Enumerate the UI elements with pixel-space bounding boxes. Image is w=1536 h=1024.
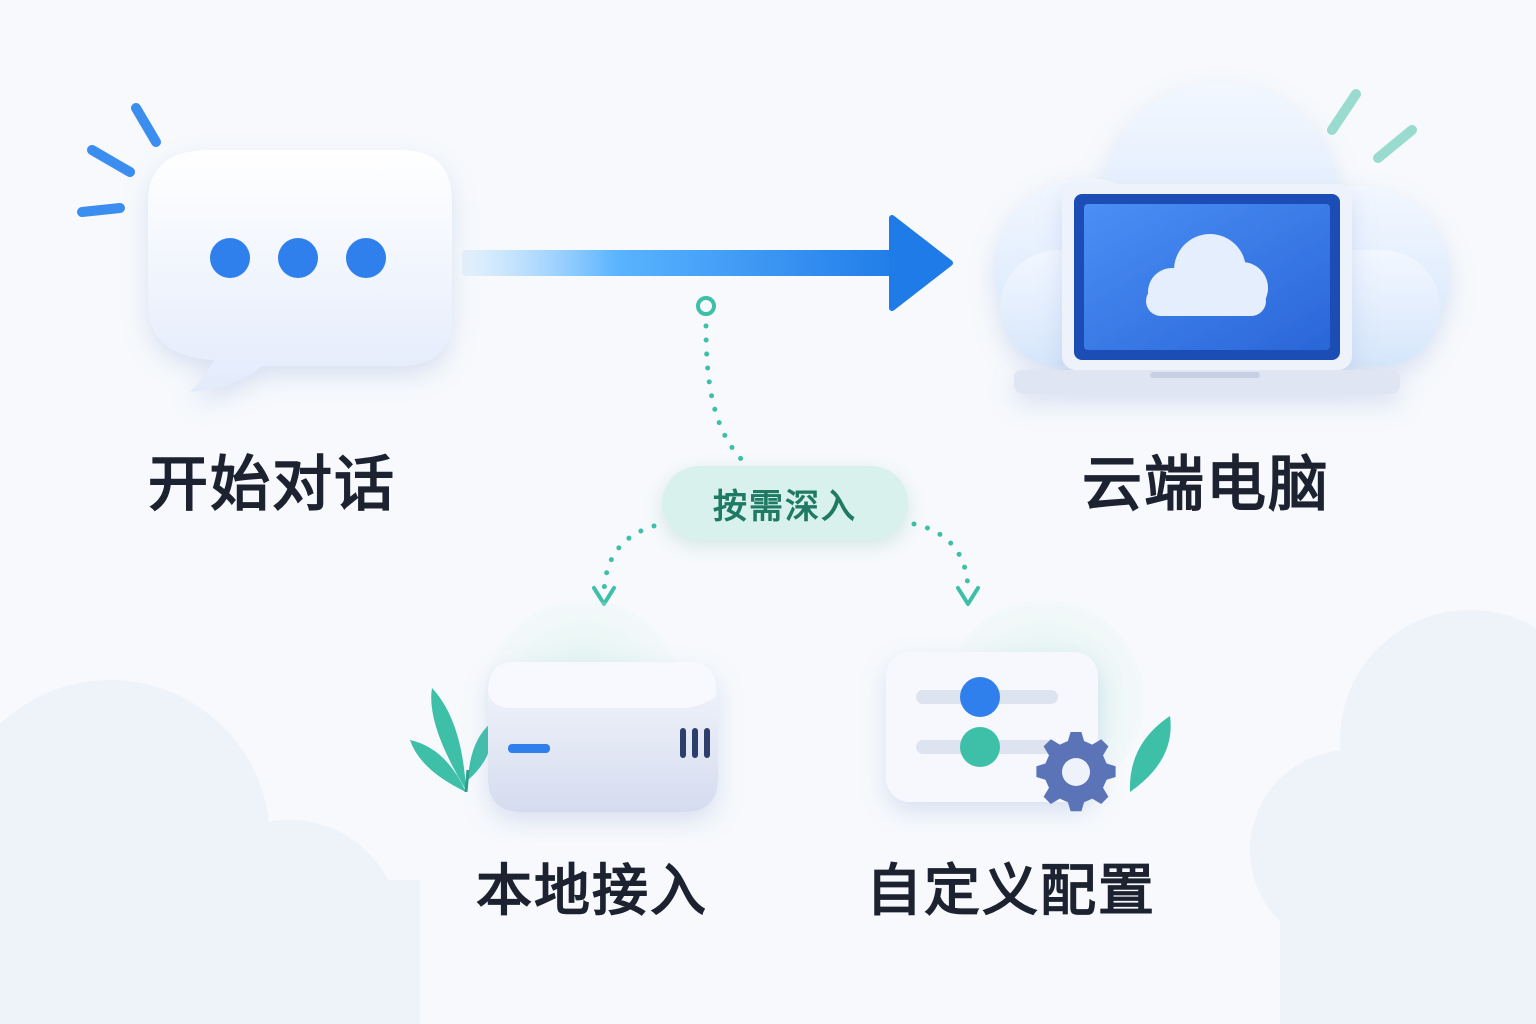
label-cloud-computer: 云端电脑 (1082, 450, 1330, 520)
branch-label: 按需深入 (713, 486, 857, 527)
branch-pill: 按需深入 (662, 466, 908, 540)
custom-settings-icon (886, 600, 1171, 812)
screen-cloud-icon (1146, 234, 1268, 316)
main-flow-arrow (462, 215, 953, 311)
background-cloud-left (0, 680, 420, 1024)
chat-bubble-icon (77, 103, 452, 392)
label-custom-config: 自定义配置 (866, 859, 1156, 924)
leaf-icon (410, 688, 493, 793)
background-cloud-right (1250, 610, 1536, 1024)
leaf-icon (1129, 716, 1171, 792)
label-local-access: 本地接入 (476, 859, 708, 924)
local-device-icon (410, 600, 718, 812)
gear-icon (1036, 732, 1116, 812)
branch-connector (592, 296, 980, 606)
cloud-computer-icon (994, 82, 1450, 394)
label-start-conversation: 开始对话 (148, 450, 396, 520)
